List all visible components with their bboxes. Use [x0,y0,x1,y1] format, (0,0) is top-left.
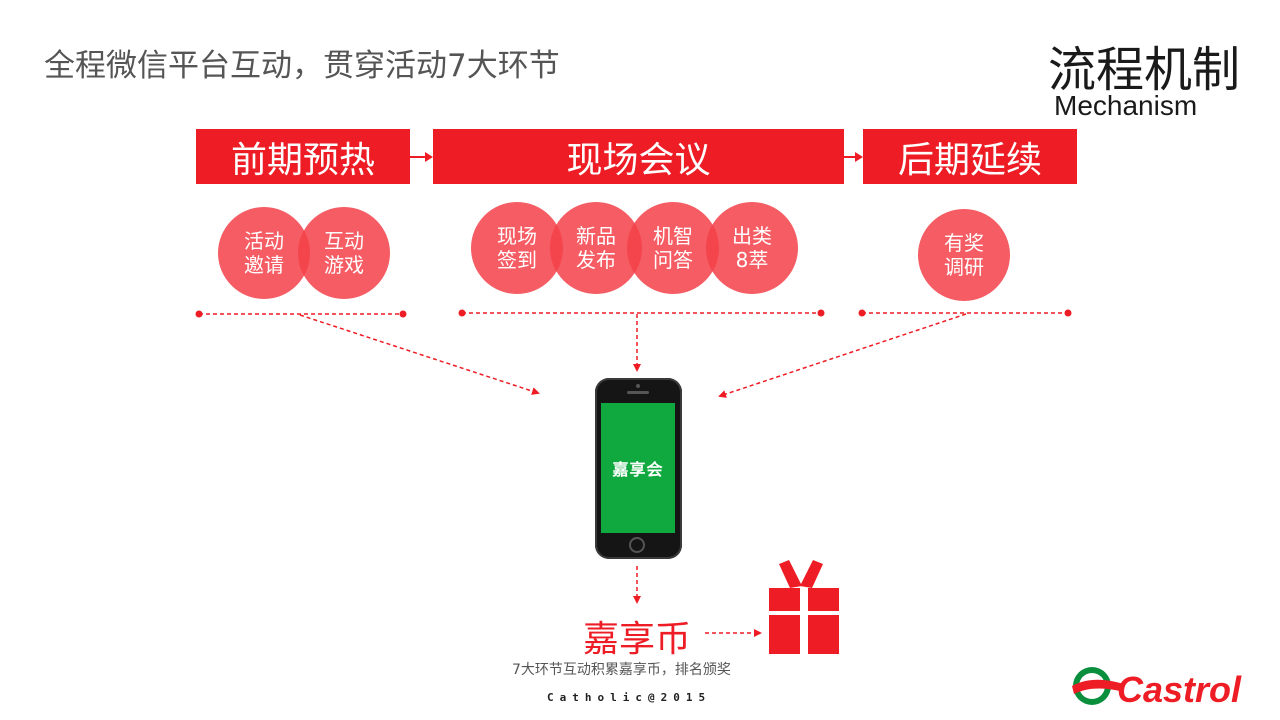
page-subtitle: 全程微信平台互动，贯穿活动7大环节 [44,48,560,84]
activity-circle-survey: 有奖调研 [918,209,1010,301]
stage-arrow-1 [410,152,433,162]
reward-caption: 7大环节互动积累嘉享币，排名颁奖 [512,662,731,678]
page-title: 流程机制 [1048,42,1241,98]
svg-text:Castrol: Castrol [1117,669,1242,710]
activity-circle-quiz: 机智问答 [627,202,719,294]
castrol-logo: Castrol [1072,667,1242,710]
dashed-line-on-site [458,309,825,317]
phone-screen: 嘉享会 [601,403,675,533]
dashed-arrow-pre-event-to-phone [299,314,540,395]
dashed-line-follow-up [858,309,1072,317]
phone-speaker [627,391,649,394]
stage-box-on-site-meeting: 现场会议 [433,129,844,184]
stage-box-pre-event: 前期预热 [196,129,410,184]
dashed-line-pre-event [195,310,407,318]
coin-label: 嘉享币 [583,619,692,660]
page-title-english: Mechanism [1054,90,1198,121]
activity-circle-product-launch: 新品发布 [550,202,642,294]
activity-circle-check-in: 现场签到 [471,202,563,294]
stage-box-follow-up: 后期延续 [863,129,1077,184]
activity-circle-invitation: 活动邀请 [218,207,310,299]
phone-camera [636,384,640,388]
activity-circle-interactive-game: 互动游戏 [298,207,390,299]
phone-home-button [629,537,645,553]
gift-icon [769,560,839,654]
footer-credit: Catholic@2015 [547,691,712,704]
stage-arrow-2 [844,152,863,162]
dashed-arrow-follow-up-to-phone [718,313,967,398]
